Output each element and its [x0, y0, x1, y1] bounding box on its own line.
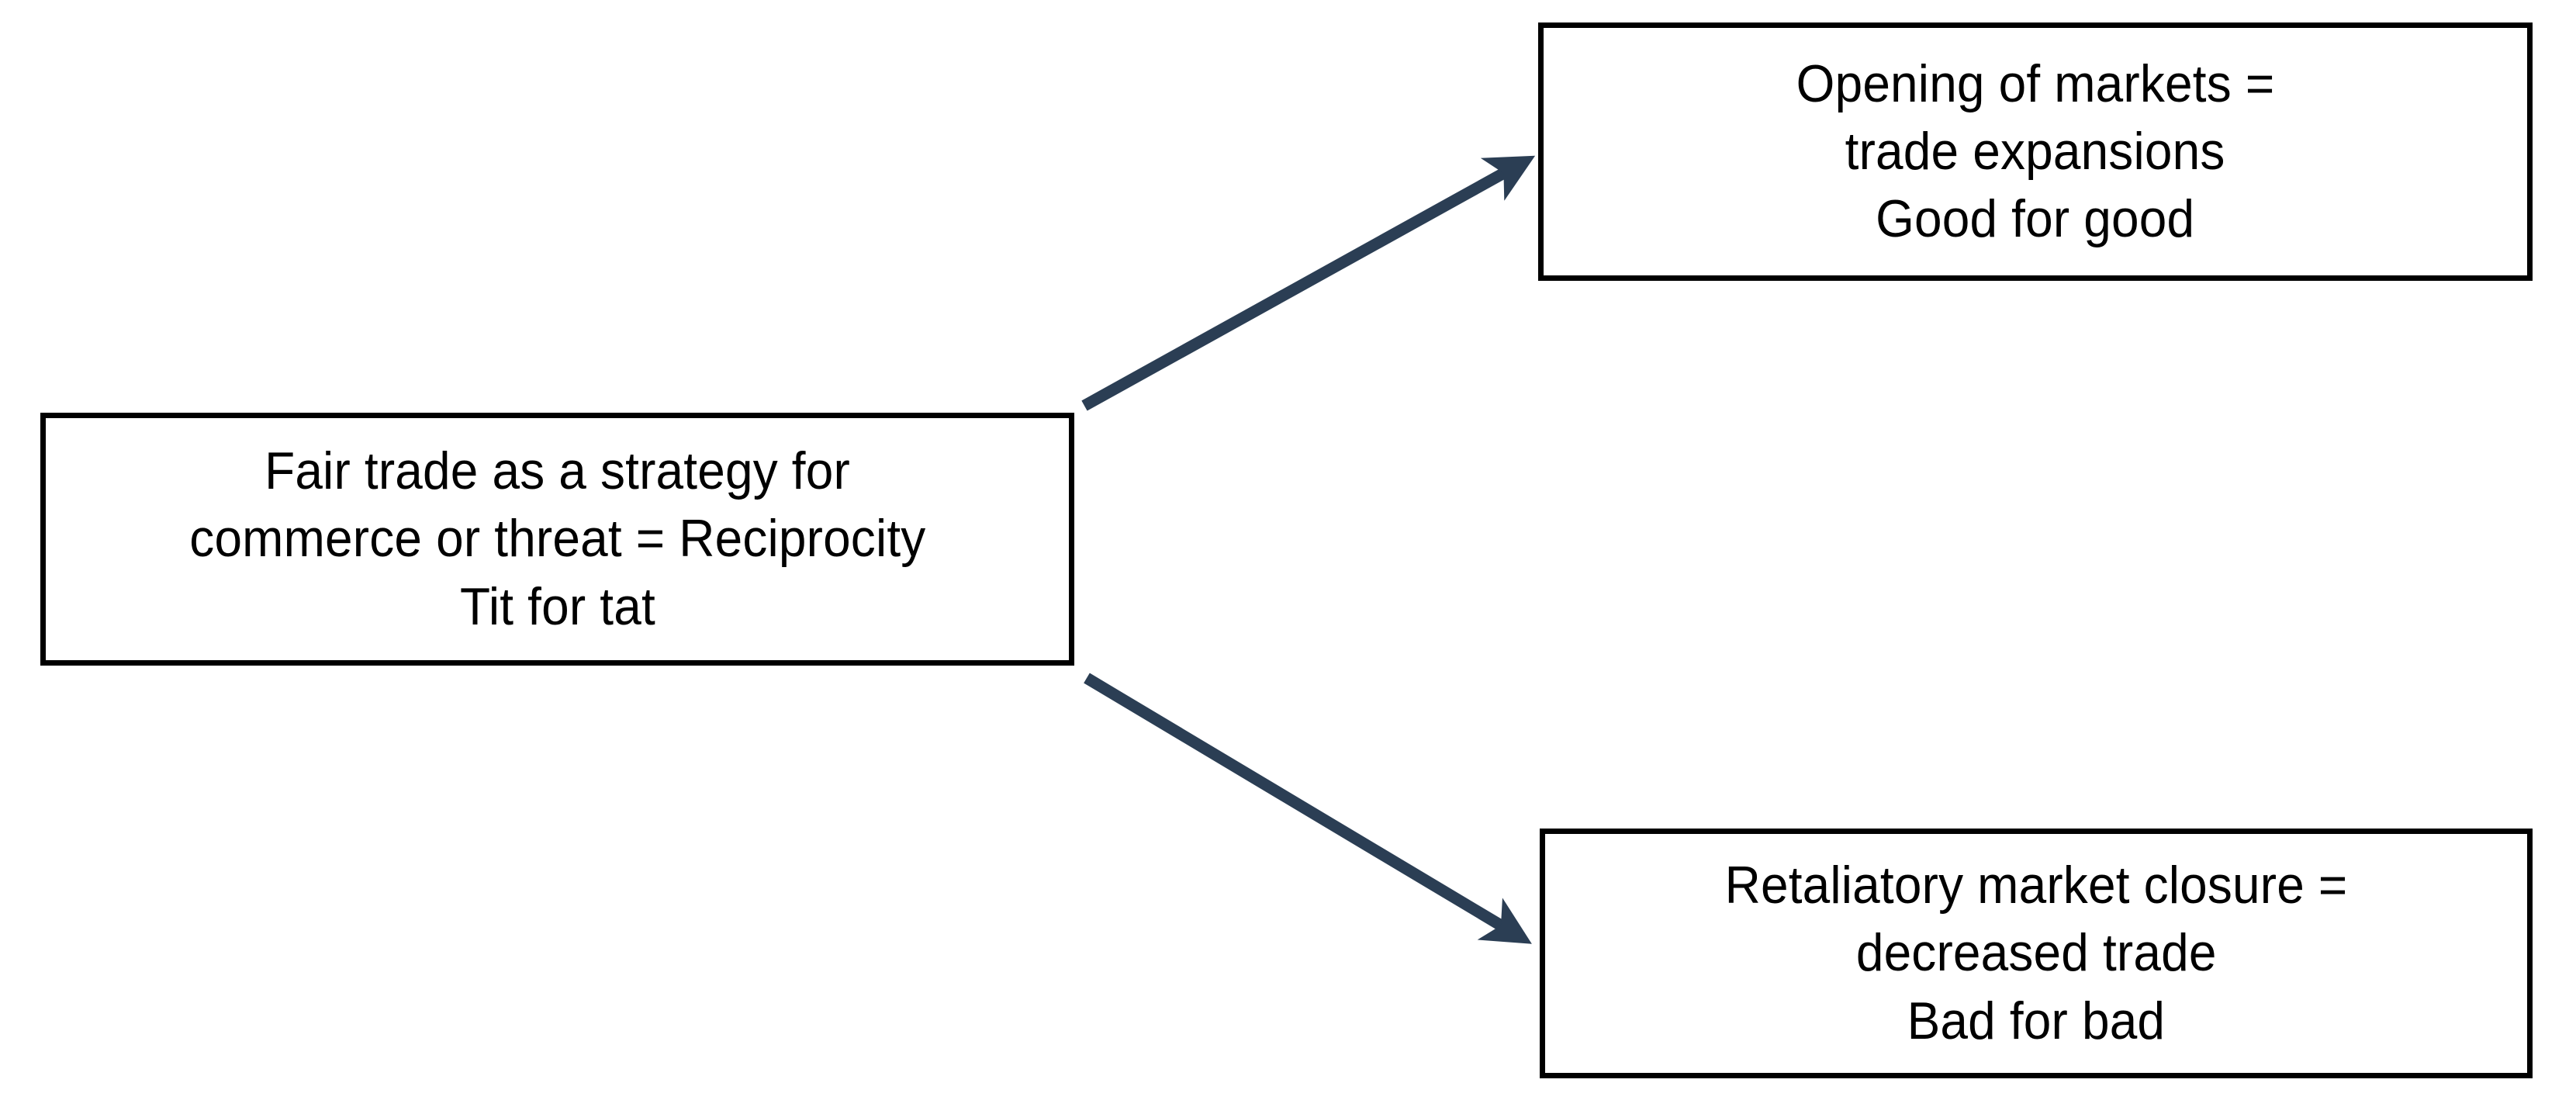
node-source-line-1: Fair trade as a strategy for — [265, 441, 850, 501]
node-negative-line-1: Retaliatory market closure = — [1724, 856, 2348, 915]
node-negative-line-3: Bad for bad — [1907, 991, 2166, 1050]
node-negative-line-2: decreased trade — [1855, 923, 2217, 983]
node-outcome-positive[interactable]: Opening of markets = trade expansions Go… — [1538, 22, 2533, 281]
node-positive-line-3: Good for good — [1876, 189, 2195, 249]
arrow-to-positive — [1081, 155, 1536, 411]
node-source-line-3: Tit for tat — [459, 576, 655, 636]
node-positive-line-1: Opening of markets = — [1796, 54, 2275, 113]
node-positive-line-2: trade expansions — [1845, 121, 2225, 181]
node-source-strategy[interactable]: Fair trade as a strategy for commerce or… — [40, 413, 1074, 666]
node-outcome-negative[interactable]: Retaliatory market closure = decreased t… — [1540, 829, 2533, 1078]
node-source-line-2: commerce or threat = Reciprocity — [188, 509, 926, 569]
arrow-to-negative — [1084, 673, 1532, 944]
